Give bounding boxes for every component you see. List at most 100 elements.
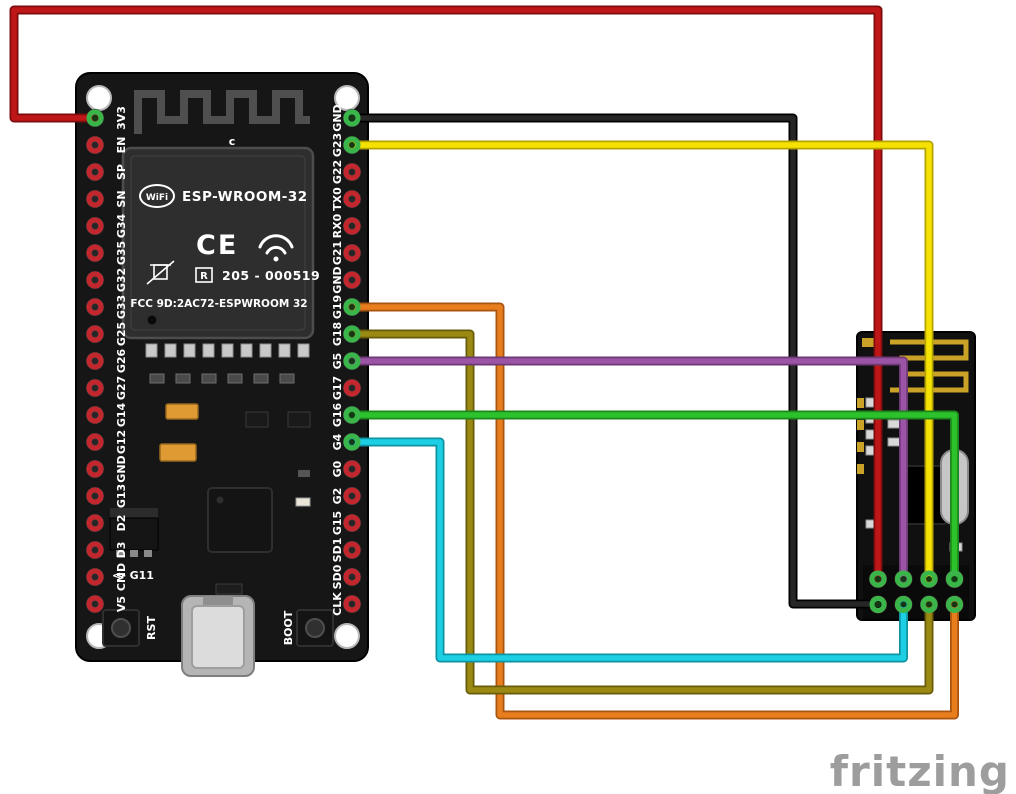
pin-label-clk: CLK (331, 592, 344, 616)
esp32-smd-small (298, 470, 310, 477)
pin-label-g32: G32 (115, 268, 128, 292)
esp32-smd-decor (145, 343, 310, 384)
pin-label-g26: G26 (115, 348, 128, 373)
pin-label-g13: G13 (115, 484, 128, 508)
rst-button[interactable] (102, 609, 140, 647)
wire-orange-g19-miso[interactable] (347, 302, 959, 720)
wifi-signal-icon (258, 234, 294, 262)
pin-label-g16: G16 (331, 402, 344, 427)
wire-green-g16-irq[interactable] (347, 410, 959, 584)
wifi-logo-icon: WiFi (139, 184, 175, 208)
pin-label-g2: G2 (331, 488, 344, 505)
esp32-pin-left-g32[interactable] (86, 271, 104, 289)
esp32-pin-left-g25[interactable] (86, 325, 104, 343)
esp32-pin-left-g35[interactable] (86, 244, 104, 262)
pin-label-g35: G35 (115, 241, 128, 265)
pin-label-sn: SN (115, 190, 128, 207)
esp32-pin-left-gnd[interactable] (86, 460, 104, 478)
pin-label-sd1: SD1 (331, 538, 344, 563)
esp32-pin-left-sp[interactable] (86, 163, 104, 181)
nrf-antenna-pad (862, 338, 878, 347)
connected-pin-rings (86, 109, 963, 613)
pin-label-g15: G15 (331, 511, 344, 535)
esp32-pin-right-clk[interactable] (343, 595, 361, 613)
pin-label-v5: V5 (115, 596, 128, 612)
wire-red-3v3-vcc[interactable] (9, 5, 883, 584)
esp32-shield: WiFi ESP-WROOM-32 CE R 205 - 000519 FCC … (121, 146, 320, 340)
esp32-pin-left-g27[interactable] (86, 379, 104, 397)
wire-yellow-g23-mosi[interactable] (347, 140, 934, 584)
pin-label-sp: SP (115, 164, 128, 180)
esp32-pin-right-g15[interactable] (343, 514, 361, 532)
esp32-pin-right-gnd[interactable] (343, 271, 361, 289)
boot-label: BOOT (282, 610, 295, 645)
pin-label-d2: D2 (115, 515, 128, 532)
boot-button[interactable] (296, 609, 334, 647)
esp32-pin-right-g17[interactable] (343, 379, 361, 397)
wires-layer (9, 5, 959, 720)
rst-label: RST (145, 616, 158, 640)
esp32-pin-left-sn[interactable] (86, 190, 104, 208)
wire-cyan-g4-ce[interactable] (347, 437, 908, 663)
esp32-voltage-regulator (109, 508, 159, 557)
ce-mark: CE (196, 230, 238, 261)
esp32-pin-right-sd0[interactable] (343, 568, 361, 586)
esp32-fcc-line: FCC 9D:2AC72-ESPWROOM 32 (130, 298, 307, 310)
pin-label-3v3: 3V3 (115, 106, 128, 130)
pin-label-g22: G22 (331, 160, 344, 184)
esp32-pin-left-g26[interactable] (86, 352, 104, 370)
esp32-pin-left-g14[interactable] (86, 406, 104, 424)
wire-purple-g5-csn[interactable] (347, 356, 908, 584)
usb-connector (181, 595, 255, 677)
esp32-pin-right-rx0[interactable] (343, 217, 361, 235)
esp32-pin-right-g21[interactable] (343, 244, 361, 262)
esp32-led (295, 497, 311, 507)
esp32-smd-small-2 (215, 583, 243, 595)
wire-olive-g18-sck[interactable] (347, 329, 934, 695)
esp32-transistor-2 (287, 411, 311, 428)
esp32-capacitor-2 (159, 443, 197, 462)
pin-label-g5: G5 (331, 353, 344, 370)
esp32-pin-left-d3[interactable] (86, 541, 104, 559)
pin-label-gnd: GND (115, 455, 128, 482)
esp32-pin-right-g22[interactable] (343, 163, 361, 181)
esp32-pin-left-d2[interactable] (86, 514, 104, 532)
pin-label-g18: G18 (331, 322, 344, 346)
pin-label-gnd: GND (331, 104, 344, 131)
nrf-edge-castellations (857, 398, 864, 474)
esp32-pin-right-tx0[interactable] (343, 190, 361, 208)
esp32-pin-left-g33[interactable] (86, 298, 104, 316)
esp32-pin-left-v5[interactable] (86, 595, 104, 613)
esp32-board[interactable]: c WiFi ESP-WROOM-32 CE (75, 72, 369, 677)
esp32-pin-left-g34[interactable] (86, 217, 104, 235)
pin-label-cmd: CMD (115, 563, 128, 591)
esp32-transistor-1 (245, 411, 269, 428)
esp32-pin-right-sd1[interactable] (343, 541, 361, 559)
esp32-usb-uart-chip (207, 487, 273, 553)
esp32-antenna-trace (134, 90, 310, 134)
pin-label-g27: G27 (115, 376, 128, 400)
shield-dot (147, 315, 157, 325)
pin-label-g12: G12 (115, 430, 128, 454)
svg-text:WiFi: WiFi (146, 193, 168, 203)
pin-label-g21: G21 (331, 241, 344, 265)
esp32-serial: 205 - 000519 (222, 268, 320, 283)
esp32-c-label: c (229, 135, 236, 148)
esp32-module-name: ESP-WROOM-32 (182, 189, 308, 205)
esp32-pin-left-g13[interactable] (86, 487, 104, 505)
esp32-capacitor-1 (165, 403, 199, 420)
esp32-pin-right-g2[interactable] (343, 487, 361, 505)
esp32-pin-right-g0[interactable] (343, 460, 361, 478)
esp32-pin-left-cmd[interactable] (86, 568, 104, 586)
esp32-pin-left-en[interactable] (86, 136, 104, 154)
svg-text:R: R (200, 271, 208, 282)
pin-label-rx0: RX0 (331, 213, 344, 238)
pin-label-g0: G0 (331, 460, 344, 477)
pin-label-g19: G19 (331, 295, 344, 319)
pin-label-g33: G33 (115, 295, 128, 319)
esp32-pin-left-g12[interactable] (86, 433, 104, 451)
pin-label-g17: G17 (331, 376, 344, 400)
pin-label-g4: G4 (331, 433, 344, 450)
esp32-g11-label: <- G11 (112, 569, 154, 582)
